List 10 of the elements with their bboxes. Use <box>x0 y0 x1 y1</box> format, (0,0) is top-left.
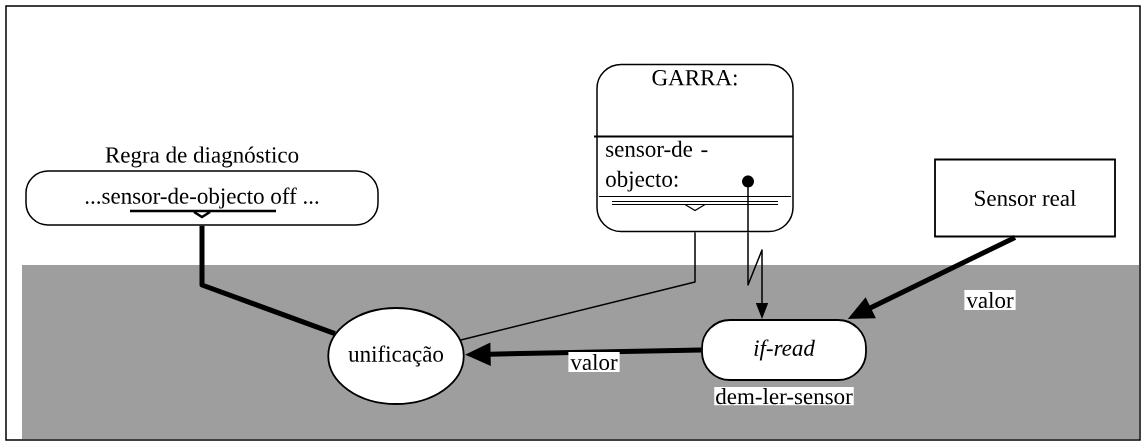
connector-line <box>460 231 696 341</box>
edge-label: valor <box>964 289 1016 311</box>
connector-line <box>199 225 336 336</box>
box: Sensor real <box>934 158 1116 238</box>
edge-label: valor <box>568 351 620 373</box>
node-label: dem-ler-sensor <box>714 387 854 406</box>
rule-box: Regra de diagnóstico ...sensor-de-objecto off ... <box>25 146 379 226</box>
rounded-box: if-read <box>701 319 867 381</box>
node-label: Regra de diagnóstico <box>105 146 299 168</box>
frame-box: GARRA: sensor-de -objecto: <box>593 63 794 233</box>
